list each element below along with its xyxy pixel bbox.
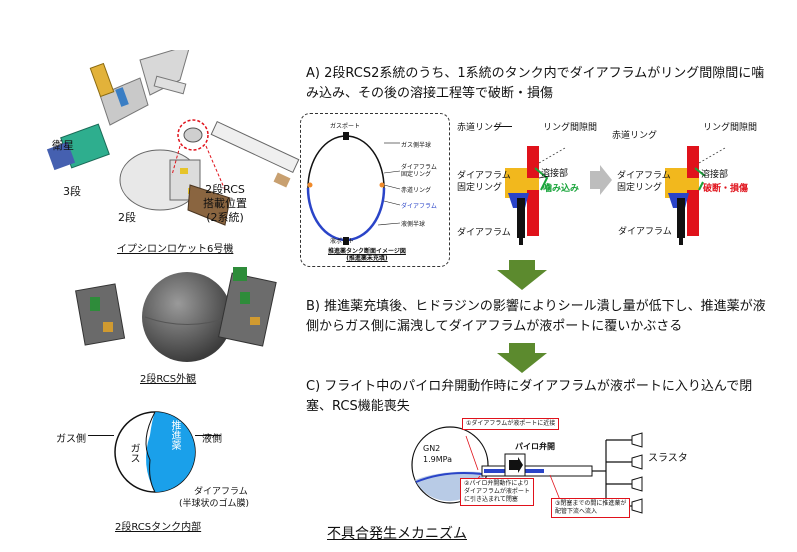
pyro-valve-label: パイロ弁開 xyxy=(515,442,555,451)
note3-box: ③閉塞までの間に推進薬が 配管下流へ流入 xyxy=(551,498,631,518)
gas-side-label: ガス側 xyxy=(56,434,86,445)
inset-liquid-port: 液ポート xyxy=(330,238,355,245)
inset-diaphragm-fix: ダイアフラム 固定リング xyxy=(401,164,437,178)
inset-diaphragm: ダイアフラム xyxy=(401,203,437,210)
diagram-title: 不具合発生メカニズム xyxy=(327,526,467,542)
liquid-side-label: 液側 xyxy=(202,434,222,445)
pressure-label: 1.9MPa xyxy=(423,455,452,464)
rocket-exploded-view xyxy=(46,50,300,226)
detail1-fixring-label: ダイアフラム 固定リング xyxy=(457,171,511,193)
rcs-position-label: 2段RCS 搭載位置 (2系統) xyxy=(203,183,247,224)
section-a-text: A) 2段RCS2系統のうち、1系統のタンク内でダイアフラムがリング間隙間に噛み… xyxy=(306,66,765,101)
detail2-equator-label: 赤道リング xyxy=(612,131,658,141)
detail2-break-label: 破断・損傷 xyxy=(703,184,749,194)
inset-gas-port: ガスポート xyxy=(330,123,361,130)
exterior-caption: 2段RCS外観 xyxy=(140,374,197,385)
inset-gas-hemi: ガス側半球 xyxy=(401,142,432,149)
flow-arrow-2-icon xyxy=(497,343,547,373)
detail2-weld-label: 溶接部 xyxy=(701,170,729,180)
tank-diaphragm-note: (半球状のゴム膜) xyxy=(179,499,250,509)
detail2-diaphragm-label: ダイアフラム xyxy=(618,227,672,237)
detail1-diaphragm-label: ダイアフラム xyxy=(457,228,511,238)
section-b-text: B) 推進薬充填後、ヒドラジンの影響によりシール潰し量が低下し、推進薬が液側から… xyxy=(306,299,766,334)
detail1-equator-label: 赤道リング xyxy=(457,123,503,133)
section-c-text: C) フライト中のパイロ弁開動作時にダイアフラムが液ポートに入り込んで閉塞、RC… xyxy=(306,379,753,414)
note2-box: ②パイロ弁開動作により ダイアフラムが液ポート に引き込まれて閉塞 xyxy=(460,478,534,506)
liquid-side-line xyxy=(195,435,221,436)
thruster-label: スラスタ xyxy=(648,453,688,464)
inset-equator-ring: 赤道リング xyxy=(401,187,432,194)
flow-arrow-1-icon xyxy=(497,260,547,290)
rcs-tank-diagram xyxy=(114,411,196,493)
gas-side-line xyxy=(88,435,114,436)
detail1-ring-leader xyxy=(494,126,512,127)
gn2-label: GN2 xyxy=(423,444,441,453)
stage3-label: 3段 xyxy=(63,185,81,198)
detail1-weld-label: 溶接部 xyxy=(541,169,569,179)
rcs-exterior-image xyxy=(75,267,277,362)
tank-propellant-text: 推進薬 xyxy=(169,420,180,450)
tank-gas-text: ガス xyxy=(128,443,139,463)
detail1-gap-label: リング間隙間 xyxy=(543,123,598,133)
transition-arrow-icon xyxy=(590,165,612,195)
detail2-drawing xyxy=(665,146,726,245)
tank-caption: 2段RCSタンク内部 xyxy=(115,522,202,533)
inset-caption: 推進薬タンク断面イメージ図 (推進薬未充填) xyxy=(328,248,406,262)
satellite-label: 衛星 xyxy=(52,139,74,152)
tank-section-drawing xyxy=(306,132,401,245)
detail2-fixring-label: ダイアフラム 固定リング xyxy=(617,171,671,193)
inset-liquid-hemi: 液側半球 xyxy=(401,221,426,228)
tank-section-inset xyxy=(300,113,450,267)
note1-box: ①ダイアフラムが液ポートに近接 xyxy=(462,418,560,430)
pyro-valve-system-diagram xyxy=(411,426,643,514)
tank-diaphragm-label: ダイアフラム xyxy=(194,487,248,497)
detail2-gap-label: リング間隙間 xyxy=(703,123,758,133)
detail1-drawing xyxy=(505,146,566,245)
detail1-bite-label: 噛み込み xyxy=(543,184,580,194)
rocket-caption: イプシロンロケット6号機 xyxy=(117,244,234,255)
stage2-label: 2段 xyxy=(118,211,136,224)
